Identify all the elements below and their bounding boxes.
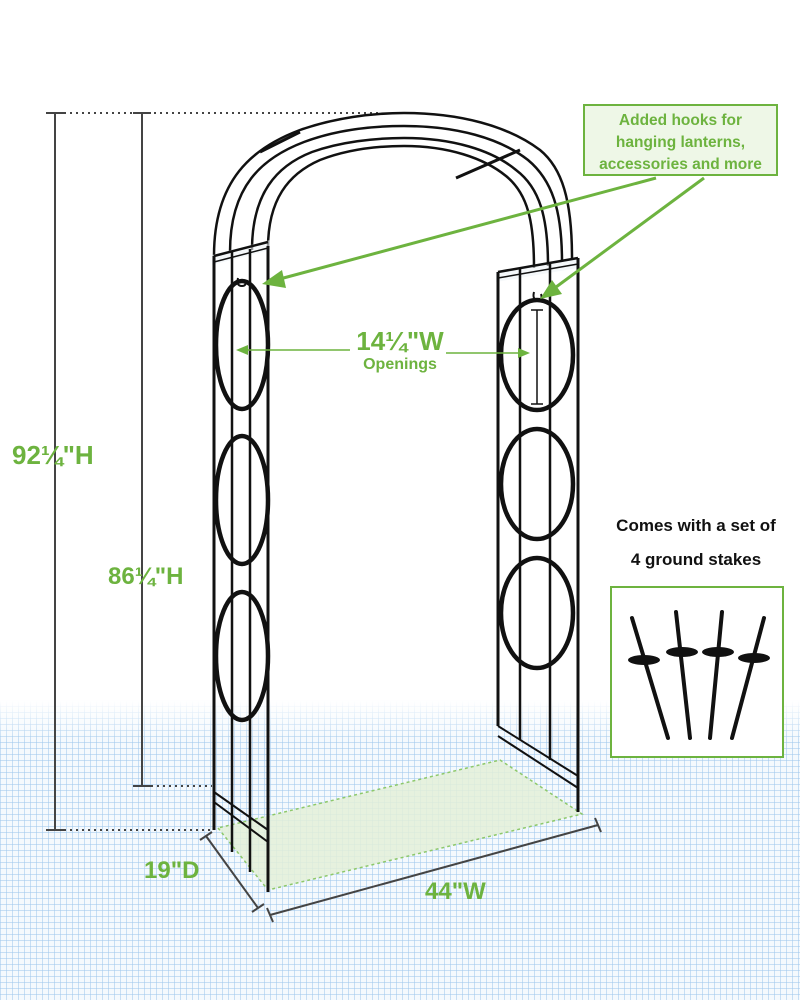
- overall-height-label: 92¼"H: [12, 440, 94, 470]
- left-panel: [212, 240, 271, 892]
- arch-top: [212, 111, 574, 269]
- ground-footprint: [216, 759, 584, 891]
- callout-line: Added hooks for: [618, 112, 743, 129]
- inner-height-label: 86¼"H: [108, 563, 184, 590]
- right-panel: [496, 256, 580, 812]
- stakes-caption-line2: 4 ground stakes: [630, 550, 762, 569]
- width-dimension: [266, 817, 602, 923]
- overall-height-dimension: [46, 112, 380, 831]
- depth-dimension: [199, 831, 265, 913]
- callout-line: hanging lanterns,: [615, 134, 746, 151]
- callout-arrows: [262, 176, 705, 299]
- hooks-callout: Added hooks for hanging lanterns, access…: [583, 104, 778, 176]
- ground-stakes-icon: [628, 610, 770, 740]
- opening-width-label: 14¼"W: [356, 326, 444, 356]
- callout-line: accessories and more: [599, 156, 762, 173]
- stakes-caption-line1: Comes with a set of: [616, 516, 776, 535]
- depth-label: 19"D: [144, 857, 200, 884]
- width-label: 44"W: [425, 878, 486, 905]
- openings-label: Openings: [363, 356, 437, 373]
- inner-height-dimension: [133, 112, 212, 787]
- ground-stakes-box: [610, 586, 784, 758]
- openings-width-arrows: [236, 345, 530, 358]
